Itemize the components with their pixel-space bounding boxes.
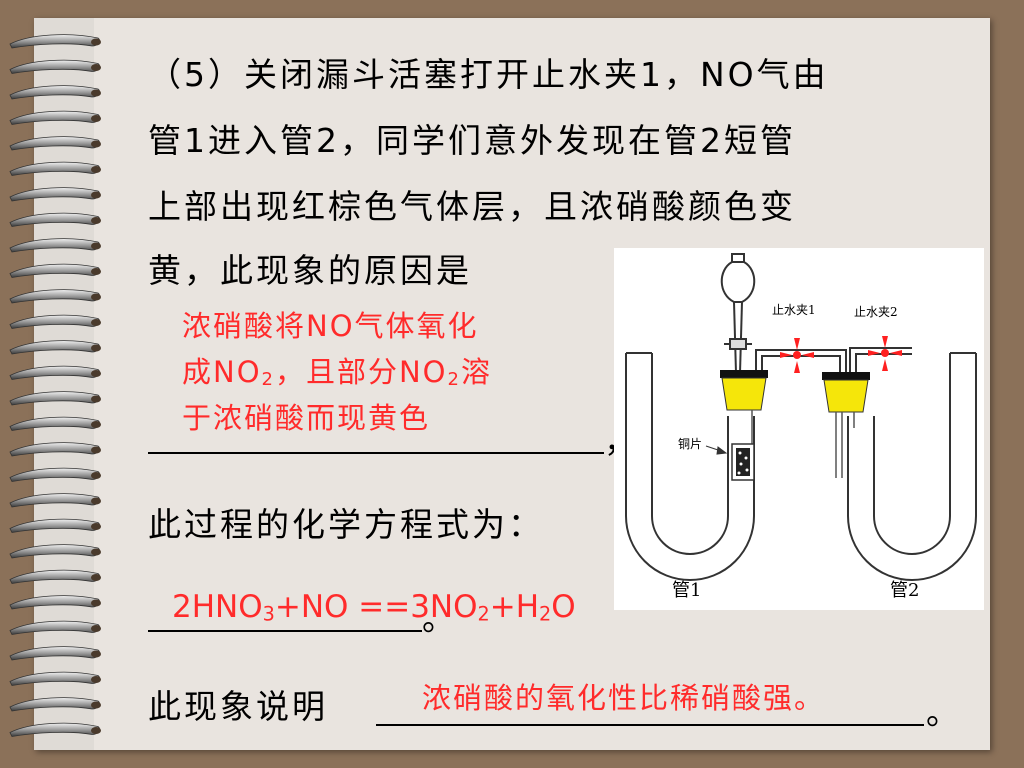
binding-hole [91,599,101,607]
binding-ring [9,187,100,202]
answer-reason-line-3: 于浓硝酸而现黄色 [182,401,431,435]
binding-ring [9,722,100,737]
binding-ring [9,161,100,176]
binding-ring [9,569,100,584]
binding-hole [91,497,101,505]
binding-hole [91,701,101,709]
stopper-tube-2 [822,372,870,413]
copper-pointer [705,445,728,455]
inner-tubes [751,410,855,478]
question-line-3: 上部出现红棕色气体层，且浓硝酸颜色变 [148,187,796,226]
equation-prompt: 此过程的化学方程式为： [148,505,544,544]
binding-hole [91,625,101,632]
binding-ring [9,365,100,380]
binding-hole [91,293,101,301]
binding-ring [9,646,100,661]
binding-hole [91,446,101,454]
tube-2-label: 管2 [890,580,919,601]
blank-underline-equation [148,630,422,632]
binding-hole [91,344,101,352]
answer-conclusion: 浓硝酸的氧化性比稀硝酸强。 [422,681,826,715]
separatory-funnel [720,253,756,374]
binding-ring [9,263,100,278]
binding-ring [9,289,100,304]
binding-ring [9,85,100,100]
answer-reason-line-1: 浓硝酸将NO气体氧化 [182,309,479,343]
binding-hole [91,548,101,556]
answer-reason-line-2: 成NO2，且部分NO2溶 [182,355,492,391]
binding-hole [91,89,101,97]
binding-hole [91,217,101,224]
binding-ring [9,34,100,49]
binding-ring [9,212,100,227]
binding-hole [91,650,101,658]
binding-hole [91,421,101,428]
binding-ring [9,697,100,712]
blank-equation-end-punct: 。 [422,599,458,638]
apparatus-figure: 止水夹1 止水夹2 铜片 管1 管2 [625,253,977,601]
clamp-2-label: 止水夹2 [854,305,898,319]
u-tube-1 [625,352,755,581]
binding-hole [91,268,101,275]
binding-ring [9,110,100,125]
binding-hole [91,319,101,326]
clamp-1 [780,338,814,373]
binding-ring [9,595,100,610]
clamp-1-label: 止水夹1 [772,303,816,317]
copper-piece [731,443,755,481]
blank-underline-reason [148,452,604,454]
spiral-binding [9,34,101,737]
binding-hole [91,727,101,734]
binding-hole [91,242,101,250]
binding-ring [9,340,100,355]
binding-ring [9,442,100,457]
conclusion-prompt: 此现象说明 [148,687,328,726]
answer-equation: 2HNO3+NO ==3NO2+H2O [172,589,576,626]
binding-ring [9,59,100,74]
binding-hole [91,140,101,148]
stopper-tube-1 [720,370,768,411]
question-line-2: 管1进入管2，同学们意外发现在管2短管 [148,121,796,160]
binding-hole [91,370,101,377]
binding-ring [9,467,100,482]
binding-ring [9,620,100,635]
binding-hole [91,64,101,71]
binding-hole [91,38,101,46]
outlet-tube [849,347,912,372]
binding-ring [9,518,100,533]
apparatus-diagram: 止水夹1 止水夹2 铜片 管1 管2 [614,248,984,610]
binding-ring [9,238,100,253]
binding-hole [91,676,101,683]
connecting-tube [755,349,847,372]
binding-hole [91,115,101,122]
binding-ring [9,671,100,686]
binding-ring [9,136,100,151]
tube-1-label: 管1 [672,580,701,601]
question-line-1: （5）关闭漏斗活塞打开止水夹1，NO气由 [148,55,829,94]
blank-underline-conclusion [376,724,924,726]
binding-hole [91,395,101,403]
binding-hole [91,523,101,530]
binding-ring [9,391,100,406]
question-line-4: 黄，此现象的原因是 [148,251,472,290]
binding-ring [9,314,100,329]
binding-hole [91,472,101,479]
clamp-2 [868,336,902,371]
binding-ring [9,544,100,559]
binding-ring [9,493,100,508]
binding-hole [91,166,101,173]
blank-conclusion-end-punct: 。 [926,693,962,732]
binding-ring [9,416,100,431]
binding-hole [91,574,101,581]
binding-hole [91,191,101,199]
copper-label: 铜片 [678,436,702,451]
u-tube-2 [847,352,977,581]
